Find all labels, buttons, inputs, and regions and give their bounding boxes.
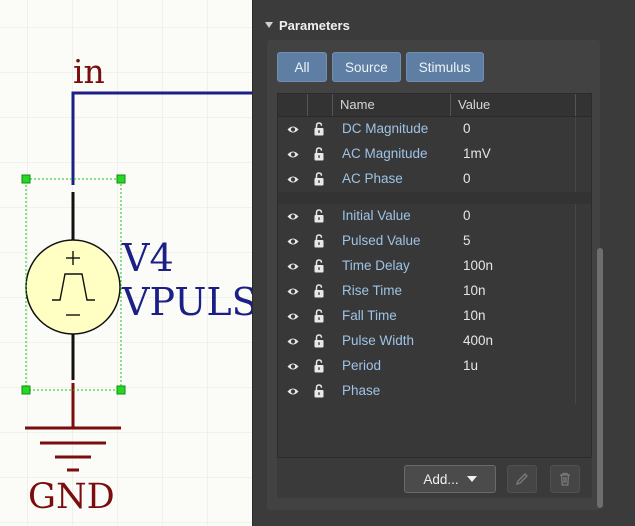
lock-icon[interactable] (314, 309, 324, 323)
parameter-name: DC Magnitude (342, 121, 429, 136)
lock-icon[interactable] (314, 384, 324, 398)
selection-box (25, 178, 122, 391)
parameter-name: Rise Time (342, 283, 403, 298)
parameter-value[interactable]: 1u (463, 358, 479, 373)
parameter-row[interactable]: Pulse Width 400n (278, 329, 591, 354)
panel-title: Parameters (279, 17, 350, 33)
parameter-row[interactable]: DC Magnitude 0 (278, 117, 591, 142)
parameter-row[interactable]: Period 1u (278, 354, 591, 379)
eye-icon[interactable] (287, 261, 299, 272)
filter-stimulus-button[interactable]: Stimulus (405, 52, 484, 82)
filter-buttons: All Source Stimulus (277, 52, 484, 82)
parameter-name: Initial Value (342, 208, 411, 223)
eye-icon[interactable] (287, 336, 299, 347)
trash-icon (560, 472, 570, 486)
eye-icon[interactable] (287, 211, 299, 222)
dropdown-arrow-icon (466, 476, 477, 482)
eye-icon[interactable] (287, 311, 299, 322)
eye-icon[interactable] (287, 236, 299, 247)
parameter-value[interactable]: 400n (463, 333, 494, 348)
parameter-row[interactable]: Pulsed Value 5 (278, 229, 591, 254)
parameters-section: All Source Stimulus Name Value DC Magnit… (267, 40, 603, 510)
eye-icon[interactable] (287, 386, 299, 397)
collapse-icon[interactable] (265, 22, 273, 28)
parameter-name: Pulsed Value (342, 233, 421, 248)
eye-icon[interactable] (287, 361, 299, 372)
ground-label[interactable]: GND (28, 477, 115, 517)
parameter-name: AC Magnitude (342, 146, 428, 161)
pencil-icon (515, 473, 528, 486)
filter-source-button[interactable]: Source (332, 52, 401, 82)
parameter-value[interactable]: 5 (463, 233, 471, 248)
parameter-name: Period (342, 358, 382, 373)
parameter-value[interactable]: 10n (463, 308, 486, 323)
parameters-header[interactable]: Parameters (265, 14, 350, 36)
parameter-name: Fall Time (342, 308, 397, 323)
edit-parameter-button[interactable] (507, 465, 537, 493)
designator-label: V4 (122, 236, 174, 280)
parameter-row[interactable]: Time Delay 100n (278, 254, 591, 279)
add-button-label: Add... (423, 471, 459, 487)
parameter-name: Pulse Width (342, 333, 415, 348)
parameter-row[interactable]: Initial Value 0 (278, 204, 591, 229)
parameter-group-ac-dc: DC Magnitude 0 AC Magnitude 1mV AC Phase 0 (278, 117, 591, 192)
schematic-drawing (0, 0, 252, 526)
parameter-name: Time Delay (342, 258, 410, 273)
parameter-value[interactable]: 0 (463, 208, 471, 223)
component-value-label: VPULSE (122, 280, 252, 324)
table-header: Name Value (278, 94, 591, 117)
eye-icon[interactable] (287, 149, 299, 160)
parameter-row[interactable]: AC Phase 0 (278, 167, 591, 192)
lock-icon[interactable] (314, 172, 324, 186)
schematic-canvas[interactable]: in V4 VPULSE GND (0, 0, 252, 526)
lock-icon[interactable] (314, 234, 324, 248)
parameter-value[interactable]: 1mV (463, 146, 491, 161)
parameter-row[interactable]: Phase (278, 379, 591, 404)
lock-icon[interactable] (314, 284, 324, 298)
parameters-panel: Parameters All Source Stimulus Name Valu… (252, 0, 635, 526)
group-separator (278, 192, 591, 204)
lock-icon[interactable] (314, 122, 324, 136)
parameter-row[interactable]: Fall Time 10n (278, 304, 591, 329)
delete-parameter-button[interactable] (550, 465, 580, 493)
filter-all-button[interactable]: All (277, 52, 327, 82)
lock-icon[interactable] (314, 259, 324, 273)
scrollbar[interactable] (597, 248, 603, 508)
net-wire (71, 91, 252, 185)
lock-icon[interactable] (314, 334, 324, 348)
eye-icon[interactable] (287, 286, 299, 297)
lock-icon[interactable] (314, 209, 324, 223)
lock-icon[interactable] (314, 359, 324, 373)
parameter-name: Phase (342, 383, 381, 398)
eye-icon[interactable] (287, 174, 299, 185)
parameter-value[interactable]: 0 (463, 121, 471, 136)
column-header-value[interactable]: Value (458, 97, 491, 112)
parameter-row[interactable]: Rise Time 10n (278, 279, 591, 304)
parameter-name: AC Phase (342, 171, 403, 186)
parameter-value[interactable]: 0 (463, 171, 471, 186)
eye-icon[interactable] (287, 124, 299, 135)
add-parameter-button[interactable]: Add... (404, 465, 496, 493)
column-header-name[interactable]: Name (340, 97, 375, 112)
component-designator-block[interactable]: V4 VPULSE (122, 236, 252, 324)
parameter-value[interactable]: 100n (463, 258, 494, 273)
lock-icon[interactable] (314, 147, 324, 161)
table-footer: Add... (277, 457, 592, 498)
parameter-value[interactable]: 10n (463, 283, 486, 298)
net-label[interactable]: in (73, 52, 105, 91)
parameter-row[interactable]: AC Magnitude 1mV (278, 142, 591, 167)
